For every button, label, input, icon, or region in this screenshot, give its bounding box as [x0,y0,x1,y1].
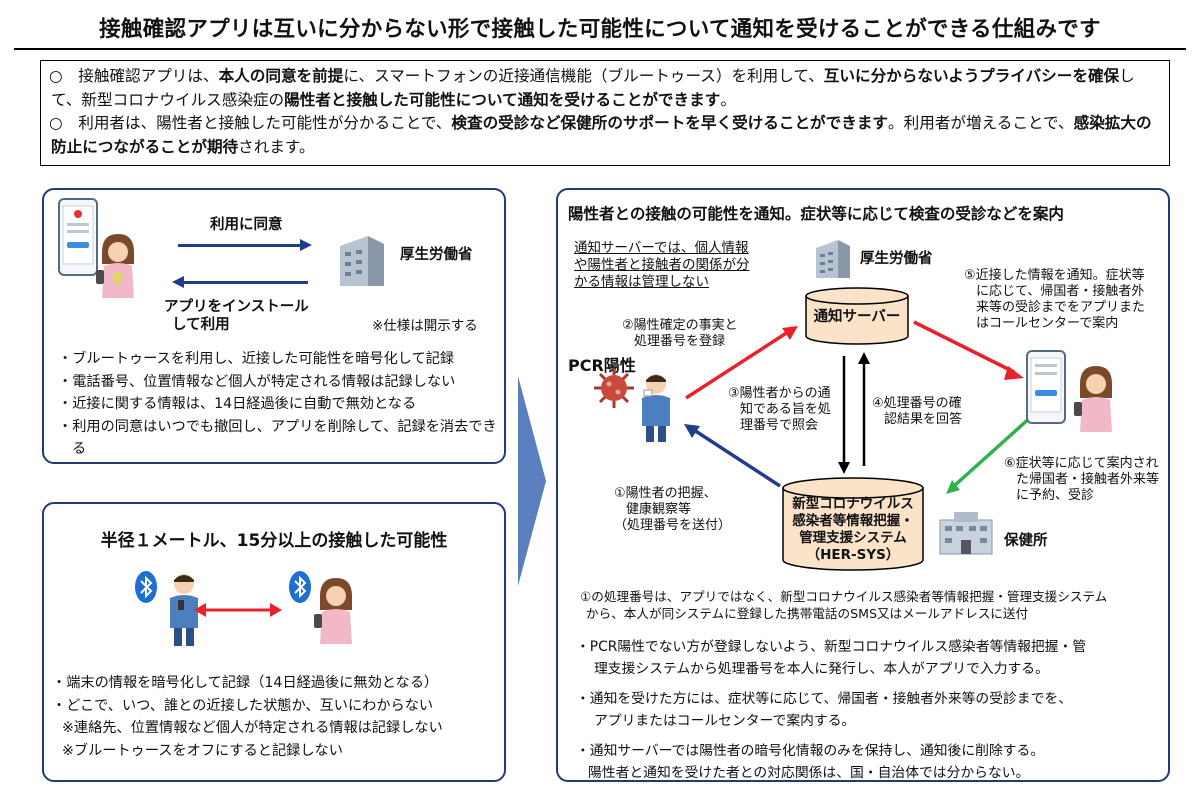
list-item: ・どこで、いつ、誰との近接した状態か、互いにわからない [52,697,434,714]
notification-server-label: 通知サーバー [813,309,901,325]
smartphone-icon [58,198,98,276]
virus-icon [594,368,634,408]
panel3-bullet-list: ・PCR陽性でない方が登録しないよう、新型コロナウイルス感染者等情報把握・管 理… [576,636,1166,784]
bluetooth-icon [289,571,311,603]
intro-paragraph-2: ○ 利用者は、陽性者と接触した可能性が分かることで、検査の受診など保健所のサポー… [49,114,1152,156]
intro-paragraph-1: ○ 接触確認アプリは、本人の同意を前提に、スマートフォンの近接通信機能（ブルート… [49,67,1135,109]
ministry-label: 厚生労働省 [860,251,933,267]
agree-label: 利用に同意 [210,217,283,233]
step4-label: ④処理番号の確 認結果を回答 [872,396,963,427]
hersys-system-icon [782,477,924,571]
ministry-label: 厚生労働省 [400,247,473,263]
page-title: 接触確認アプリは互いに分からない形で接触した可能性について通知を受けることができ… [14,10,1186,50]
agree-arrow [178,244,300,247]
panel2-bullet-list: ・端末の情報を暗号化して記録（14日経過後に無効となる） ・どこで、いつ、誰との… [52,672,502,762]
flow-arrows [684,320,1034,494]
list-item: ・電話番号、位置情報など個人が特定される情報は記録しない [58,373,456,390]
list-item: ・ブルートゥースを利用し、近接した可能性を暗号化して記録 [58,351,455,367]
building-icon [816,240,850,278]
server-note: 通知サーバーでは、個人情報 や陽性者と接触者の関係が分 かる情報は管理しない [574,240,750,290]
proximity-heading: 半径１メートル、15分以上の接触した可能性 [100,531,448,551]
hersys-label: 新型コロナウイルス 感染者等情報把握・ 管理支援システム （HER-SYS） [792,496,914,563]
smartphone-icon [1026,350,1066,424]
proximity-panel: 半径１メートル、15分以上の接触した可能性 ・端末の情報を暗号化して記録（14日… [42,502,506,782]
list-item: ・端末の情報を暗号化して記録（14日経過後に無効となる） [52,675,439,691]
step2-label: ②陽性確定の事実と 処理番号を登録 [622,318,738,349]
bluetooth-icon [135,571,157,603]
panel1-bullet-list: ・ブルートゥースを利用し、近接した可能性を暗号化して記録 ・電話番号、位置情報な… [58,348,502,461]
list-item: ※連絡先、位置情報など個人が特定される情報は記録しない [62,720,443,736]
list-item: ・近接に関する情報は、14日経過後に自動で無効となる [58,396,417,412]
building-icon [340,236,384,286]
process-number-footnote: ①の処理番号は、アプリではなく、新型コロナウイルス感染者等情報把握・管理支援シス… [580,589,1108,621]
step6-label: ⑥症状等に応じて案内され た帰国者・接触者外来等 に予約、受診 [1004,456,1160,503]
list-item: ・利用の同意はいつでも撤回し、アプリを削除して、記録を消去できる [58,418,497,458]
proximity-double-arrow [194,603,282,617]
list-item: ※ブルートゥースをオフにすると記録しない [62,742,343,759]
woman-with-phone-icon [314,578,352,644]
step5-label: ⑤近接した情報を通知。症状等 に応じて、帰国者・接触者外 来等の受診までをアプリ… [964,268,1146,331]
woman-with-phone-icon [1074,366,1112,432]
flow-arrow [518,376,546,586]
app-consent-panel: 利用に同意 アプリをインストール して利用 厚生労働省 ※仕様は開示する ・ブル… [42,188,506,464]
list-item: ・通知サーバーでは陽性者の暗号化情報のみを保持し、通知後に削除する。 陽性者と通… [576,743,1045,781]
pcr-positive-label: PCR陽性 [568,356,636,375]
health-center-building-icon [939,512,993,555]
notification-server-icon [805,287,909,345]
health-center-label: 保健所 [1004,533,1048,549]
step3-label: ③陽性者からの通 知である旨を処 理番号で照会 [728,386,831,433]
step1-label: ①陽性者の把握、 健康観察等 （処理番号を送付） [614,486,732,533]
install-arrow [184,281,308,284]
spec-note: ※仕様は開示する [372,318,478,334]
intro-box: ○ 接触確認アプリは、本人の同意を前提に、スマートフォンの近接通信機能（ブルート… [40,60,1170,166]
coughing-man-icon [642,374,670,442]
flow-heading: 陽性者との接触の可能性を通知。症状等に応じて検査の受診などを案内 [568,205,1064,223]
man-with-phone-icon [170,574,198,646]
list-item: ・PCR陽性でない方が登録しないよう、新型コロナウイルス感染者等情報把握・管 理… [576,639,1087,677]
list-item: ・通知を受けた方には、症状等に応じて、帰国者・接触者外来等の受診までを、 アプリ… [576,691,1072,729]
install-label: アプリをインストール して利用 [164,299,309,333]
notification-flow-panel: 陽性者との接触の可能性を通知。症状等に応じて検査の受診などを案内 通知サーバーで… [556,188,1170,782]
woman-with-phone-icon [96,234,134,298]
